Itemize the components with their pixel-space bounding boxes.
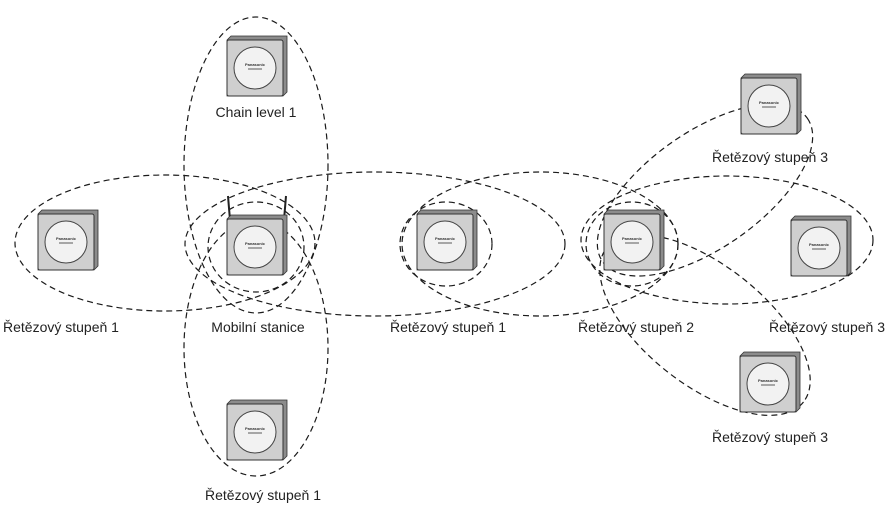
coverage-zone-lower-right (599, 234, 811, 416)
device-brand: Panasonic (245, 426, 266, 431)
label-base-station: Mobilní stanice (211, 319, 305, 335)
device-brand: Panasonic (245, 62, 266, 67)
label-level-2-repeater: Řetězový stupeň 2 (578, 319, 694, 335)
coverage-zone-left (14, 174, 316, 312)
coverage-zone-top (183, 16, 329, 314)
coverage-zone-right (580, 175, 874, 305)
device-brand: Panasonic (809, 242, 830, 247)
coverage-zone-base (207, 201, 305, 293)
device-brand: Panasonic (245, 241, 266, 246)
coverage-zone-repeater2 (585, 201, 679, 287)
label-bottom-repeater: Řetězový stupeň 1 (205, 487, 321, 503)
coverage-zone-upper-right (596, 103, 814, 277)
device-brand: Panasonic (622, 236, 643, 241)
device-brand: Panasonic (758, 378, 779, 383)
label-right-repeater: Řetězový stupeň 3 (769, 319, 885, 335)
label-center-repeater: Řetězový stupeň 1 (390, 319, 506, 335)
device-brand: Panasonic (56, 236, 77, 241)
label-left-repeater: Řetězový stupeň 1 (3, 319, 119, 335)
device-brand: Panasonic (759, 100, 780, 105)
coverage-zone-repeater1 (399, 201, 493, 287)
label-lower-right-repeater: Řetězový stupeň 3 (712, 429, 828, 445)
label-chain-level-1: Chain level 1 (216, 104, 297, 120)
coverage-zone-center (184, 171, 566, 317)
label-upper-right-repeater: Řetězový stupeň 3 (712, 149, 828, 165)
device-brand: Panasonic (435, 236, 456, 241)
